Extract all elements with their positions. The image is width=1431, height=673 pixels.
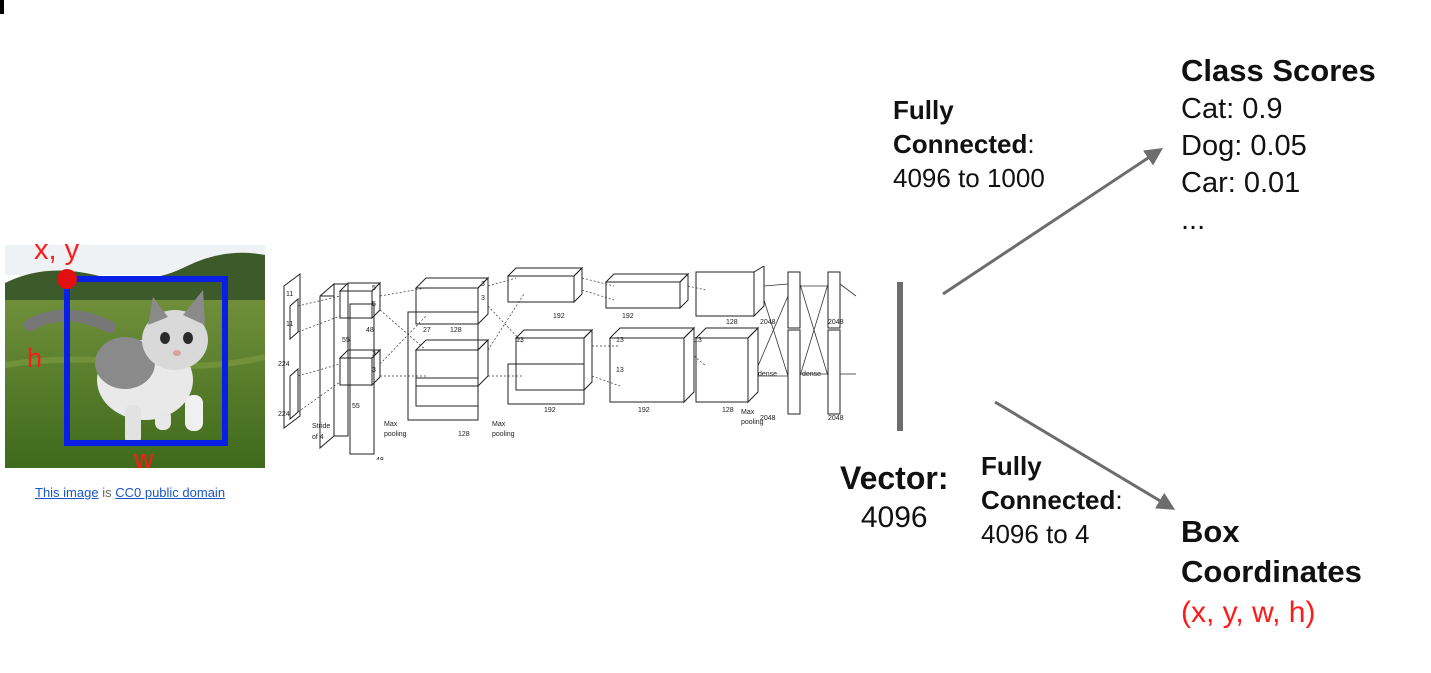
network-dimension-label: 13 [616,337,624,344]
fc-bottom-detail: 4096 to 4 [981,518,1090,549]
fc-top-detail: 4096 to 1000 [893,162,1045,193]
fc-top-title-2: Connected [893,128,1028,159]
vector-bar [897,282,903,431]
arrow-to-class-scores [942,148,1163,296]
conv5-top-block [695,265,765,318]
dense1-top [787,271,801,329]
class-scores: Class Scores Cat: 0.9 Dog: 0.05 Car: 0.0… [1181,52,1376,239]
network-dimension-label: 192 [544,407,556,414]
bounding-box [64,276,228,446]
fc-top-colon: : [1027,128,1035,159]
cat-head [142,310,208,370]
corner-label: x, y [34,234,80,266]
fc-bottom-label: Fully Connected: 4096 to 4 [981,450,1123,551]
network-dimension-label: 192 [553,313,565,320]
network-dimension-label: pooling [384,431,407,438]
license-link[interactable]: CC0 public domain [115,485,226,500]
network-dimension-label: 55 [342,337,350,344]
fc-top-label: Fully Connected: 4096 to 1000 [893,94,1045,195]
network-dimension-label: 192 [622,313,634,320]
network-dimension-label: 5 [372,301,376,308]
network-dimension-label: dense [802,371,821,378]
network-dimension-label: pooling [492,431,515,438]
fc-bottom-title-2: Connected [981,484,1116,515]
dense-connections [757,283,857,377]
height-label: h [27,343,43,373]
vector-label: Vector: 4096 [840,458,948,537]
network-dimension-label: 5 [372,285,376,292]
conv4-bottom-block [608,326,696,404]
network-dimension-label: 11 [286,291,293,298]
conv1-bottom-block [338,348,382,387]
network-dimension-label: 2048 [828,319,844,326]
network-dimension-label: 3 [372,351,376,358]
conv5-bottom-block [694,326,760,404]
network-dimension-label: Max [384,421,398,428]
network-dimension-label: 3 [481,295,485,302]
corner-point [57,269,77,289]
dense1-bottom [787,329,801,415]
conv3-bottom-block [507,328,594,405]
class-score-dog: Dog: 0.05 [1181,129,1307,162]
network-dimension-label: 128 [726,319,738,326]
cat-photo [5,245,265,468]
class-score-ellipsis: ... [1181,204,1206,237]
network-dimension-label: Max [741,409,755,416]
network-dimension-label: 13 [694,337,702,344]
network-dimension-label: 128 [458,431,470,438]
network-dimension-label: 128 [450,327,462,334]
image-link[interactable]: This image [35,485,99,500]
dense2-bottom [827,329,841,415]
network-dimension-label: 13 [516,337,524,344]
cnn-architecture-drawing: 2242241111553333271313131355554848128128… [278,265,857,464]
network-dimension-label: 224 [278,361,290,368]
vector-value: 4096 [860,501,928,534]
network-dimension-label: 3 [481,281,485,288]
network-dimension-label: Stride [312,423,330,430]
fc-bottom-title-1: Fully [981,451,1042,481]
cat-photo-drawing [5,245,265,468]
network-dimension-label: 48 [366,327,374,334]
network-dimension-label: 224 [278,411,290,418]
fc-top-title-1: Fully [893,95,954,125]
network-dimension-label: 11 [286,321,293,328]
connection-lines [297,277,707,413]
network-dimension-label: 2048 [760,319,776,326]
network-dimension-label: 2048 [828,415,844,422]
network-dimension-label: 27 [423,327,431,334]
network-dimension-label: 55 [352,403,360,410]
network-dimension-label: of 4 [312,434,324,441]
image-credit: This image is CC0 public domain [35,485,225,500]
class-score-cat: Cat: 0.9 [1181,92,1283,125]
network-dimension-label: 192 [638,407,650,414]
conv1-tall-slab [349,303,375,455]
box-coordinates-title-1: Box [1181,514,1240,549]
conv4-top-block [604,272,690,310]
box-coordinates-value: (x, y, w, h) [1181,595,1316,629]
vector-title: Vector: [840,460,949,496]
box-coordinates-title-2: Coordinates [1181,554,1362,590]
network-dimension-label: 128 [722,407,734,414]
class-scores-title: Class Scores [1181,53,1376,88]
network-dimension-label: dense [758,371,777,378]
network-dimension-label: Max [492,421,506,428]
cnn-architecture: 2242241111553333271313131355554848128128… [276,265,858,464]
network-dimension-label: pooling [741,419,764,426]
fc-bottom-colon: : [1115,484,1123,515]
conv3-top-block [506,266,584,304]
credit-middle-text: is [102,485,112,500]
dense2-top [827,271,841,329]
network-dimension-label: 13 [616,367,624,374]
box-coordinates: Box Coordinates (x, y, w, h) [1181,512,1362,633]
input-layer [283,273,301,429]
width-label: w [134,444,154,474]
network-dimension-label: 2048 [760,415,776,422]
corner-mark [0,0,4,14]
arrow-to-box-coordinates [994,400,1176,510]
network-dimension-label: 3 [372,367,376,374]
class-score-car: Car: 0.01 [1181,166,1301,199]
